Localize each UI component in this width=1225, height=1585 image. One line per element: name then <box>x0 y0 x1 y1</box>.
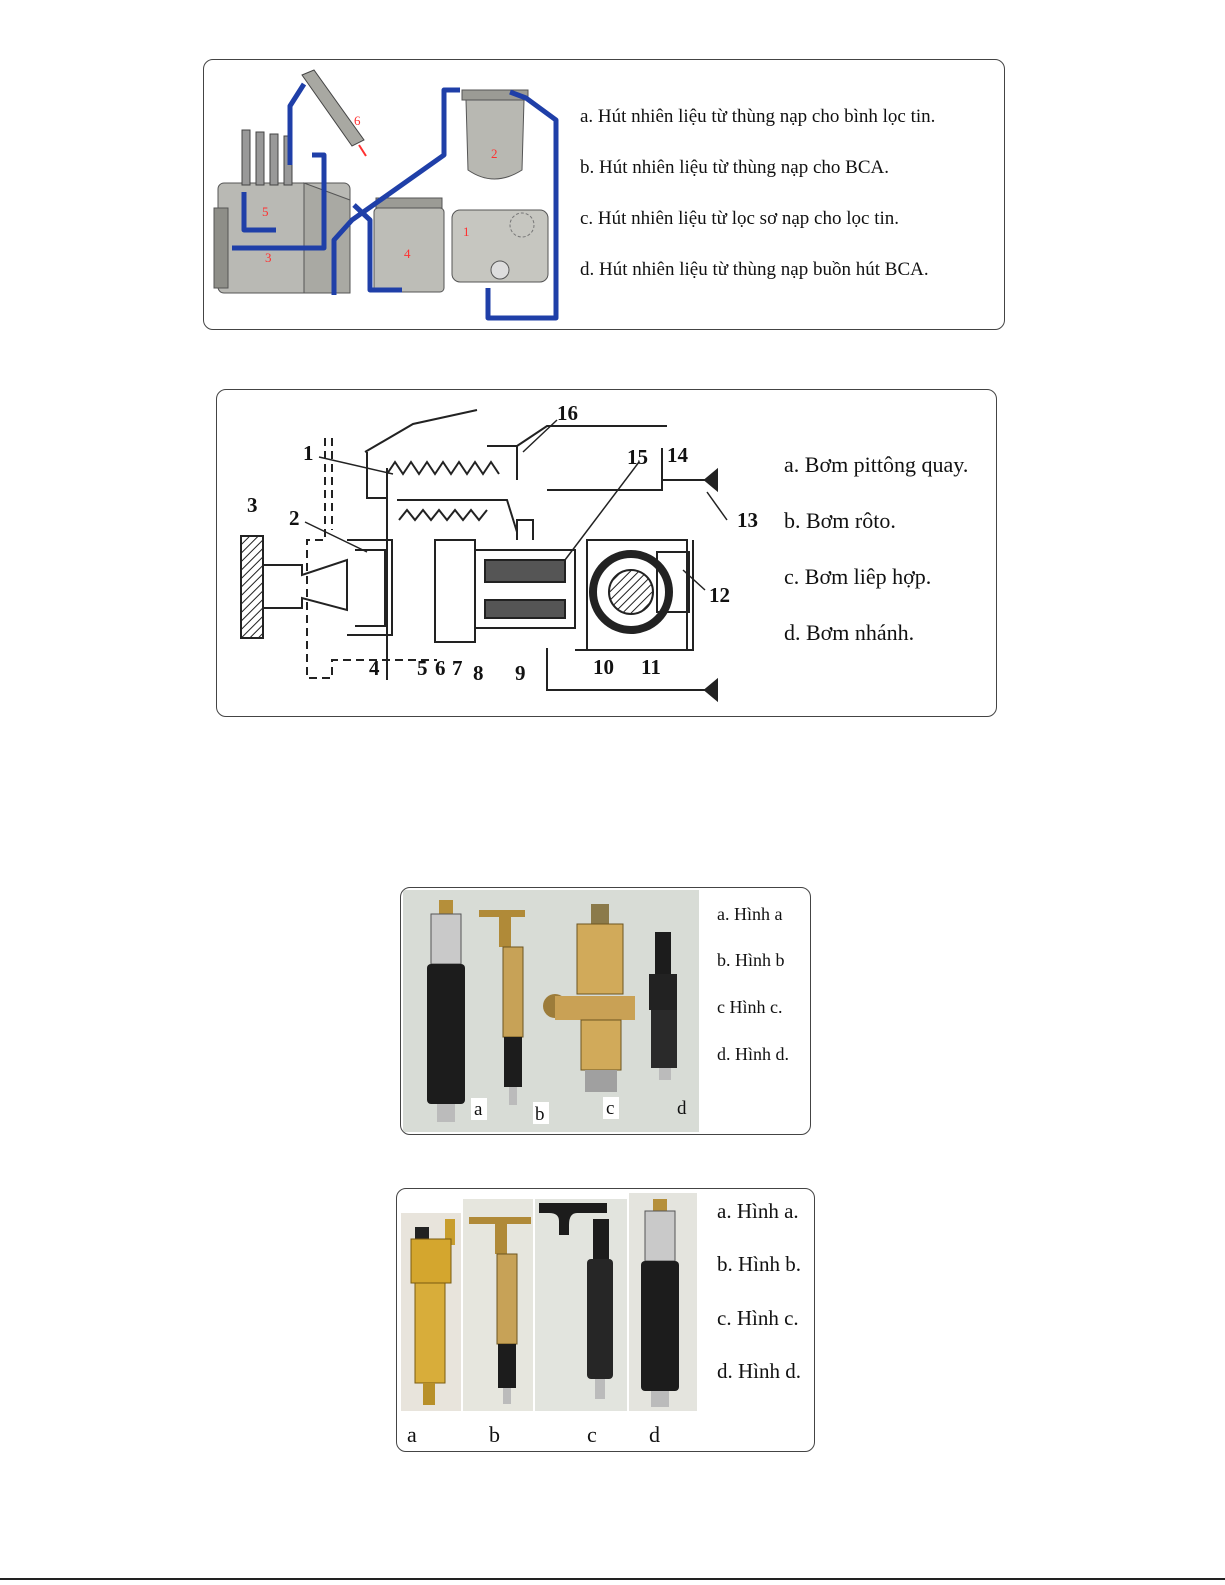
question-card-2: 1 2 3 4 5 6 7 8 9 10 11 12 13 14 15 16 a… <box>216 389 997 717</box>
answer-option-d[interactable]: d. Hình d. <box>717 1044 789 1064</box>
injector-photo-set: a b c d <box>401 1193 697 1447</box>
figure-label: 8 <box>473 661 484 685</box>
figure-label: 16 <box>557 401 578 425</box>
figure-label: 2 <box>491 146 498 161</box>
figure-label: 4 <box>404 246 411 261</box>
figure-label: 11 <box>641 655 661 679</box>
answer-option-c[interactable]: c. Hình c. <box>717 1306 799 1330</box>
answer-option-a[interactable]: a. Hình a. <box>717 1199 799 1223</box>
figure-label: 3 <box>265 250 272 265</box>
answer-option-b[interactable]: b. Hình b <box>717 950 785 970</box>
figure-label: 1 <box>303 441 314 465</box>
figure-label: 4 <box>369 656 380 680</box>
figure-label: 12 <box>709 583 730 607</box>
figure-label: 6 <box>435 656 446 680</box>
answer-option-d[interactable]: d. Bơm nhánh. <box>784 620 915 645</box>
photo-label-a: a <box>407 1422 417 1447</box>
answer-option-a[interactable]: a. Hút nhiên liệu từ thùng nạp cho bình … <box>580 106 936 127</box>
figure-label: 6 <box>354 113 361 128</box>
figure-label: 9 <box>515 661 526 685</box>
photo-label-b: b <box>489 1422 500 1447</box>
answer-option-c[interactable]: c. Hút nhiên liệu từ lọc sơ nạp cho lọc … <box>580 208 900 229</box>
question-card-1: 1 2 3 4 5 6 a. Hút nhiên liệu từ thùng n… <box>203 59 1005 330</box>
photo-label-c: c <box>587 1422 597 1447</box>
figure-label: 10 <box>593 655 614 679</box>
answer-option-b[interactable]: b. Hình b. <box>717 1252 801 1276</box>
answer-option-c[interactable]: c. Bơm liêp hợp. <box>784 564 932 589</box>
page-bottom-rule <box>0 1578 1225 1580</box>
answer-option-c[interactable]: c Hình c. <box>717 997 783 1017</box>
figure-label: 5 <box>262 204 269 219</box>
question-card-4: a b c d a. Hình a. b. Hình b. c. Hình c.… <box>396 1188 815 1452</box>
answer-option-d[interactable]: d. Hình d. <box>717 1359 801 1383</box>
figure-label: 2 <box>289 506 300 530</box>
answer-option-b[interactable]: b. Bơm rôto. <box>784 508 896 533</box>
answer-option-a[interactable]: a. Hình a <box>717 904 783 924</box>
fuel-system-diagram: 1 2 3 4 5 6 <box>213 69 559 321</box>
figure-label: 1 <box>463 224 470 239</box>
answer-option-a[interactable]: a. Bơm pittông quay. <box>784 452 969 477</box>
figure-label: 15 <box>627 445 648 469</box>
photo-label-b: b <box>535 1104 545 1125</box>
figure-label: 13 <box>737 508 758 532</box>
figure-label: 14 <box>667 443 689 467</box>
photo-label-c: c <box>606 1098 614 1119</box>
question-card-3: a b c d a. Hình a b. Hình b c Hình c. d.… <box>400 887 811 1135</box>
figure-label: 5 <box>417 656 428 680</box>
fuel-pump-schematic: 1 2 3 4 5 6 7 8 9 10 11 12 13 14 15 16 <box>240 401 758 703</box>
answer-option-d[interactable]: d. Hút nhiên liệu từ thùng nạp buồn hút … <box>580 259 929 280</box>
figure-label: 7 <box>452 656 463 680</box>
photo-label-a: a <box>474 1099 483 1120</box>
figure-label: 3 <box>247 493 258 517</box>
injector-photo-set: a b c d <box>403 890 699 1132</box>
photo-label-d: d <box>649 1422 660 1447</box>
photo-label-d: d <box>677 1098 687 1119</box>
answer-option-b[interactable]: b. Hút nhiên liệu từ thùng nạp cho BCA. <box>580 157 889 178</box>
